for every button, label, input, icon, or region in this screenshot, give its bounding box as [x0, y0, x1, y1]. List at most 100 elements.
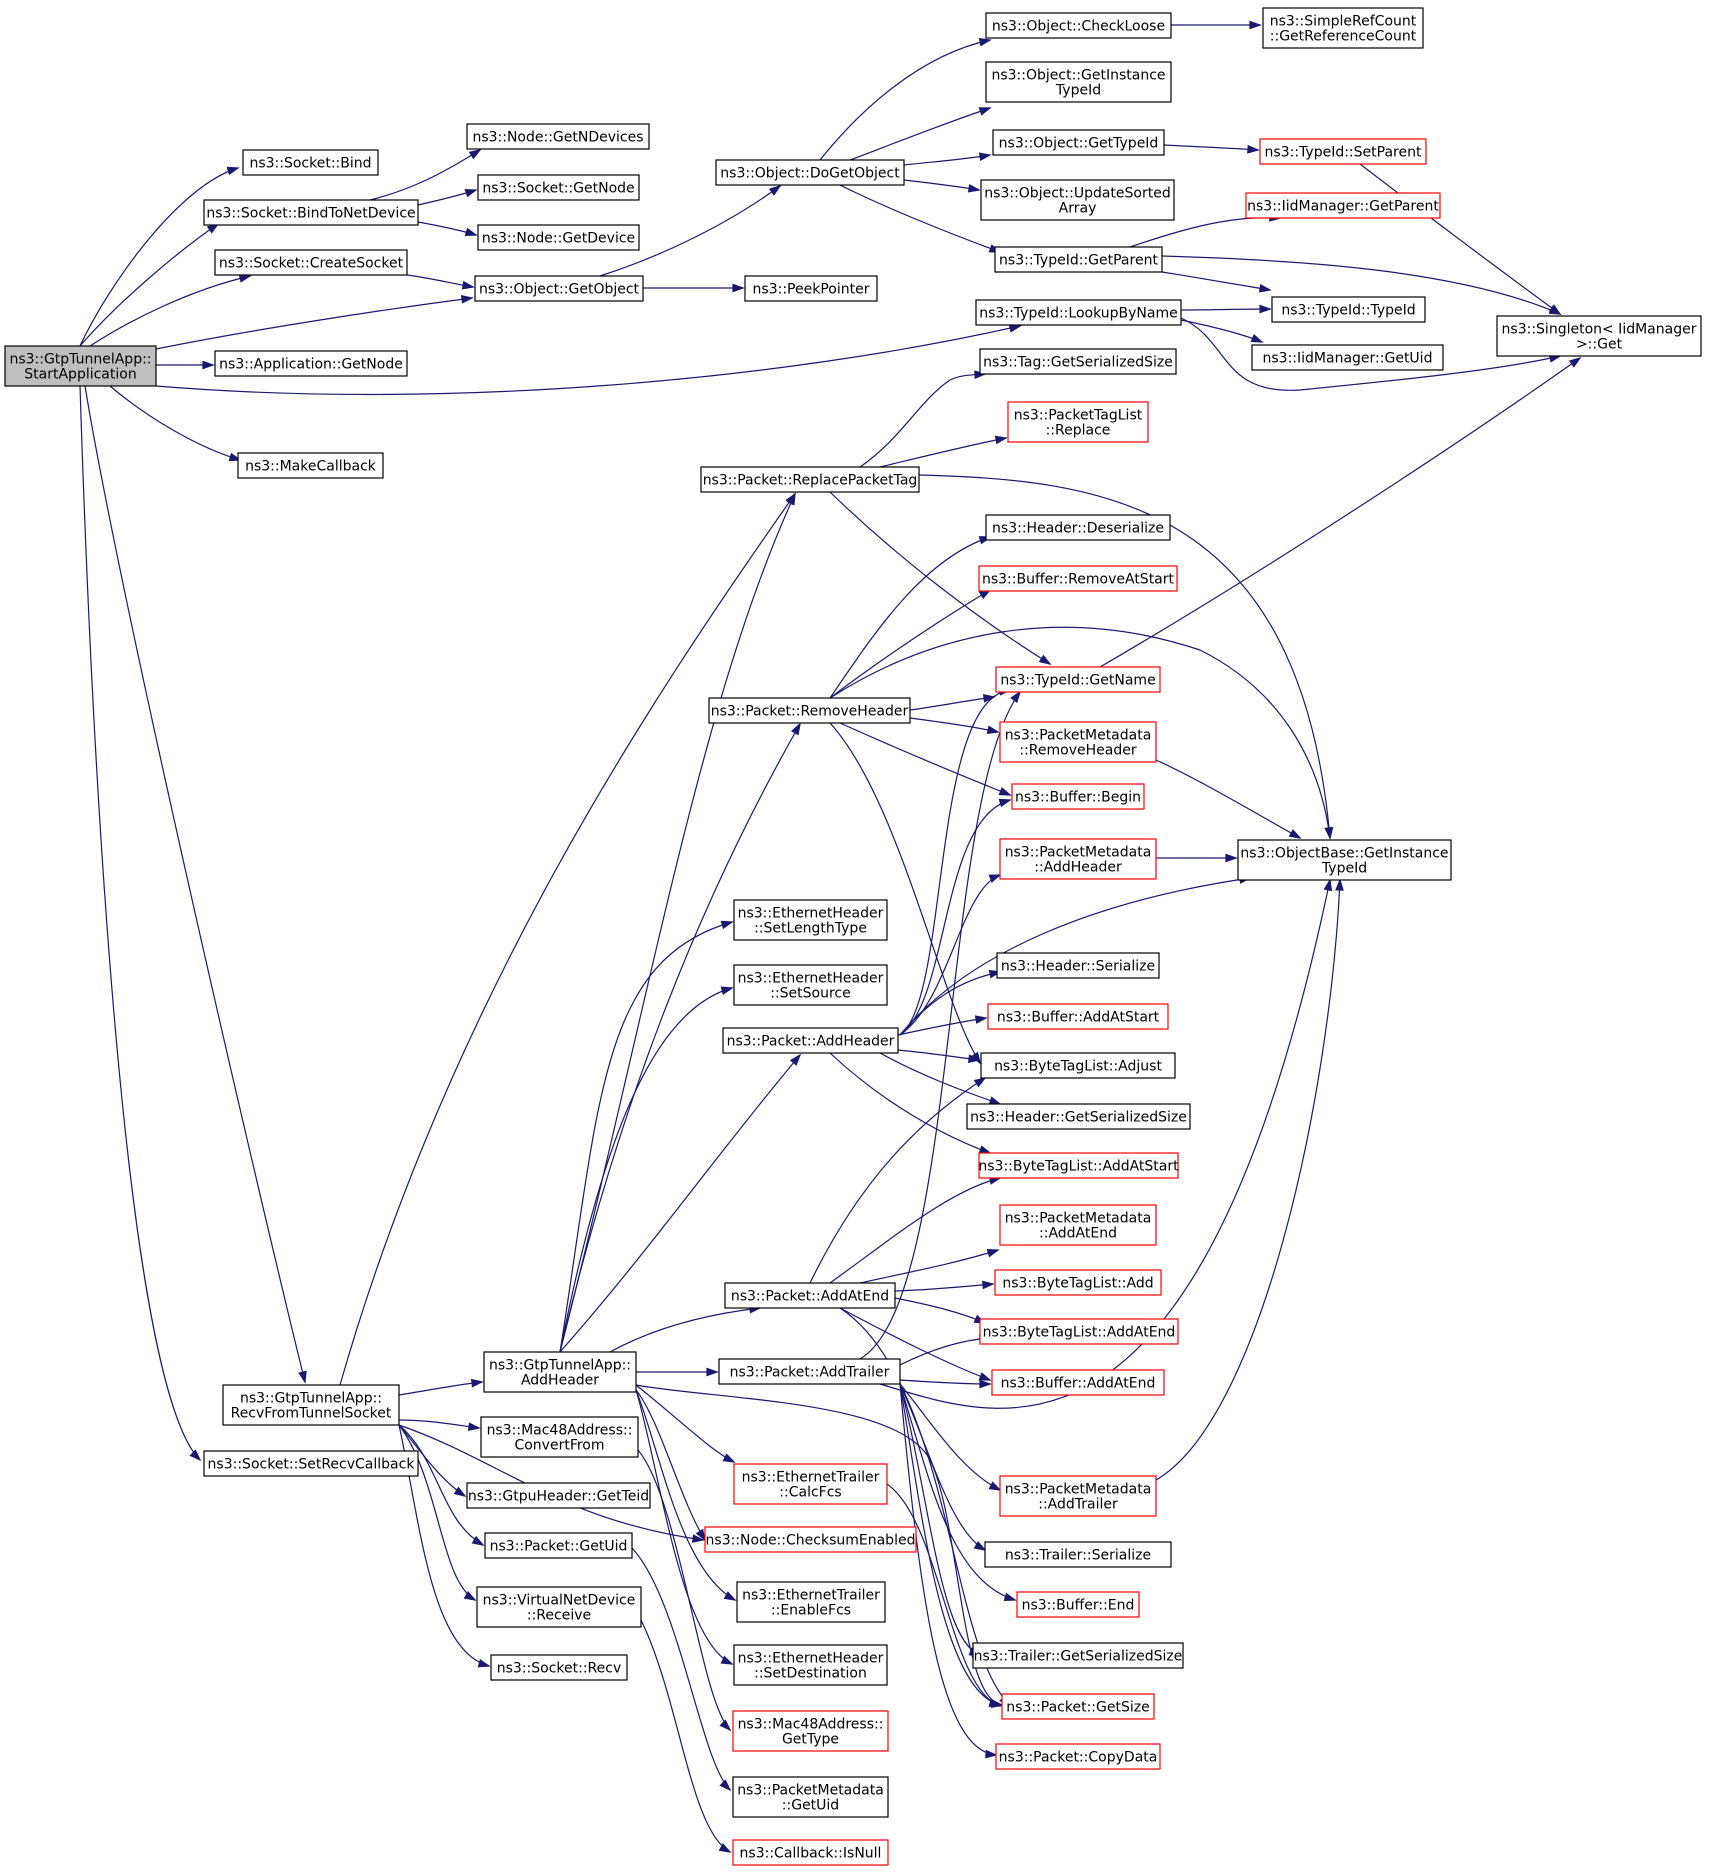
node-iidgetparent[interactable]: ns3::IidManager::GetParent: [1245, 192, 1441, 219]
edge-path: [339, 493, 796, 1386]
node-bufaddatstart[interactable]: ns3::Buffer::AddAtStart: [987, 1003, 1169, 1030]
node-box: [1271, 296, 1426, 323]
node-ethcalcfcs[interactable]: ns3::EthernetTrailer::CalcFcs: [733, 1463, 888, 1505]
edge-checkloose-to-getrefcount: [1171, 20, 1262, 30]
node-pktgetsize[interactable]: ns3::Packet::GetSize: [1001, 1693, 1155, 1720]
node-nodegetdevice[interactable]: ns3::Node::GetDevice: [477, 224, 640, 251]
node-label: Array: [1059, 201, 1097, 217]
node-btladjust[interactable]: ns3::ByteTagList::Adjust: [980, 1052, 1176, 1079]
edge-path: [894, 1283, 994, 1292]
node-sockgetnode[interactable]: ns3::Socket::GetNode: [477, 174, 640, 201]
edge-root-to-bindtonet: [79, 222, 220, 347]
edge-pktaddtrailer-to-bufend: [899, 1383, 1017, 1602]
edge-path: [879, 1052, 1001, 1105]
node-createsocket[interactable]: ns3::Socket::CreateSocket: [214, 249, 408, 276]
node-dogetobject[interactable]: ns3::Object::DoGetObject: [715, 159, 905, 186]
node-label: ns3::Socket::Bind: [249, 156, 371, 172]
node-label: ns3::EthernetHeader: [738, 1651, 884, 1667]
node-cbisnull[interactable]: ns3::Callback::IsNull: [732, 1839, 889, 1866]
node-recvfromtunnel[interactable]: ns3::GtpTunnelApp::RecvFromTunnelSocket: [222, 1384, 400, 1426]
node-pmaddheader[interactable]: ns3::PacketMetadata::AddHeader: [999, 838, 1157, 880]
edge-arrowhead: [189, 1449, 202, 1462]
node-pmremoveheader[interactable]: ns3::PacketMetadata::RemoveHeader: [999, 721, 1157, 763]
node-getrefcount[interactable]: ns3::SimpleRefCount::GetReferenceCount: [1262, 7, 1424, 49]
node-headergetser[interactable]: ns3::Header::GetSerializedSize: [966, 1103, 1191, 1130]
node-btladd[interactable]: ns3::ByteTagList::Add: [994, 1269, 1162, 1296]
node-headerser[interactable]: ns3::Header::Serialize: [996, 952, 1160, 979]
node-iidgetuid[interactable]: ns3::IidManager::GetUid: [1251, 344, 1444, 371]
node-btladdatstart[interactable]: ns3::ByteTagList::AddAtStart: [978, 1152, 1179, 1179]
node-gtpaddheader[interactable]: ns3::GtpTunnelApp::AddHeader: [483, 1351, 637, 1393]
node-makecallback[interactable]: ns3::MakeCallback: [237, 452, 384, 479]
node-pmgetuid[interactable]: ns3::PacketMetadata::GetUid: [732, 1776, 889, 1818]
node-mac48gettype[interactable]: ns3::Mac48Address::GetType: [732, 1710, 889, 1752]
node-label: ns3::TypeId::LookupByName: [979, 306, 1177, 322]
edge-arrowhead: [1010, 690, 1022, 704]
edge-arrowhead: [1225, 853, 1238, 863]
node-pktaddatend[interactable]: ns3::Packet::AddAtEnd: [724, 1282, 896, 1309]
node-box: [490, 1654, 628, 1681]
edge-pktaddheader-to-pmaddheader: [899, 874, 1002, 1036]
node-ethsetdest[interactable]: ns3::EthernetHeader::SetDestination: [733, 1644, 888, 1686]
node-typeidgetname[interactable]: ns3::TypeId::GetName: [995, 666, 1161, 693]
node-ptlreplace[interactable]: ns3::PacketTagList::Replace: [1007, 401, 1149, 443]
node-trailerser[interactable]: ns3::Trailer::Serialize: [984, 1541, 1172, 1568]
node-bufbegin[interactable]: ns3::Buffer::Begin: [1011, 783, 1145, 810]
node-gtpugetteid[interactable]: ns3::GtpuHeader::GetTeid: [466, 1482, 651, 1509]
node-bindtonet[interactable]: ns3::Socket::BindToNetDevice: [203, 199, 419, 226]
node-taggetser[interactable]: ns3::Tag::GetSerializedSize: [979, 348, 1177, 375]
node-pktaddtrailer[interactable]: ns3::Packet::AddTrailer: [718, 1358, 901, 1385]
node-pktcopydata[interactable]: ns3::Packet::CopyData: [995, 1743, 1161, 1770]
node-nodechecksum[interactable]: ns3::Node::ChecksumEnabled: [704, 1526, 917, 1553]
node-trailergetser[interactable]: ns3::Trailer::GetSerializedSize: [972, 1642, 1184, 1669]
node-pmaddtrailer[interactable]: ns3::PacketMetadata::AddTrailer: [999, 1475, 1157, 1517]
node-bufend[interactable]: ns3::Buffer::End: [1016, 1591, 1140, 1618]
node-label: AddHeader: [521, 1373, 599, 1389]
node-setrecvcb[interactable]: ns3::Socket::SetRecvCallback: [203, 1450, 419, 1477]
node-replacepackettag[interactable]: ns3::Packet::ReplacePacketTag: [700, 466, 920, 493]
node-root[interactable]: ns3::GtpTunnelApp::StartApplication: [4, 345, 157, 387]
node-lookupbyname[interactable]: ns3::TypeId::LookupByName: [975, 299, 1182, 326]
edge-pktaddtrailer-to-pktcopydata: [899, 1383, 998, 1759]
node-pmaddatend[interactable]: ns3::PacketMetadata::AddAtEnd: [999, 1204, 1157, 1246]
edge-pktaddtrailer-to-pmaddtrailer: [899, 1383, 1002, 1491]
node-appgetnode[interactable]: ns3::Application::GetNode: [214, 350, 408, 377]
node-label: ns3::Object::GetObject: [479, 282, 640, 298]
node-singletonget[interactable]: ns3::Singleton< IidManager>::Get: [1496, 315, 1702, 357]
edge-recvfromtunnel-to-gtpugetteid: [398, 1424, 467, 1497]
node-bufaddatend[interactable]: ns3::Buffer::AddAtEnd: [991, 1369, 1165, 1396]
node-label: ::SetDestination: [754, 1666, 867, 1682]
node-bufremoveatstart[interactable]: ns3::Buffer::RemoveAtStart: [978, 565, 1178, 592]
node-box: [991, 1369, 1165, 1396]
node-setparent[interactable]: ns3::TypeId::SetParent: [1259, 138, 1427, 165]
node-objgettypeid[interactable]: ns3::Object::GetTypeId: [992, 129, 1165, 156]
node-headerdeser[interactable]: ns3::Header::Deserialize: [985, 514, 1171, 541]
node-checkloose[interactable]: ns3::Object::CheckLoose: [985, 12, 1172, 39]
node-getobject[interactable]: ns3::Object::GetObject: [474, 275, 644, 302]
node-bind[interactable]: ns3::Socket::Bind: [242, 149, 379, 176]
node-btladdatend[interactable]: ns3::ByteTagList::AddAtEnd: [979, 1318, 1179, 1345]
edge-path: [637, 1449, 731, 1731]
node-ethenablefcs[interactable]: ns3::EthernetTrailer::EnableFcs: [736, 1581, 886, 1623]
edge-gtpaddheader-to-pktremoveheader: [559, 722, 801, 1353]
node-getndevices[interactable]: ns3::Node::GetNDevices: [466, 123, 650, 150]
node-pktremoveheader[interactable]: ns3::Packet::RemoveHeader: [708, 697, 911, 724]
node-ethsetsource[interactable]: ns3::EthernetHeader::SetSource: [733, 964, 888, 1006]
node-mac48convert[interactable]: ns3::Mac48Address::ConvertFrom: [480, 1416, 639, 1458]
edge-pktaddatend-to-bufaddatend: [839, 1307, 992, 1381]
node-peekpointer[interactable]: ns3::PeekPointer: [744, 275, 878, 302]
node-typeidgetparent[interactable]: ns3::TypeId::GetParent: [994, 246, 1163, 273]
node-sockrecv[interactable]: ns3::Socket::Recv: [490, 1654, 628, 1681]
edge-path: [398, 1381, 483, 1396]
edge-path: [398, 1419, 480, 1429]
node-vndreceive[interactable]: ns3::VirtualNetDevice::Receive: [476, 1586, 642, 1628]
edge-path: [899, 1383, 997, 1756]
node-ethsetlength[interactable]: ns3::EthernetHeader::SetLengthType: [733, 899, 888, 941]
node-pktaddheader[interactable]: ns3::Packet::AddHeader: [722, 1027, 899, 1054]
node-typeidtypeid[interactable]: ns3::TypeId::TypeId: [1271, 296, 1426, 323]
node-label: ns3::EthernetHeader: [738, 906, 884, 922]
node-pktgetuid[interactable]: ns3::Packet::GetUid: [484, 1532, 633, 1559]
